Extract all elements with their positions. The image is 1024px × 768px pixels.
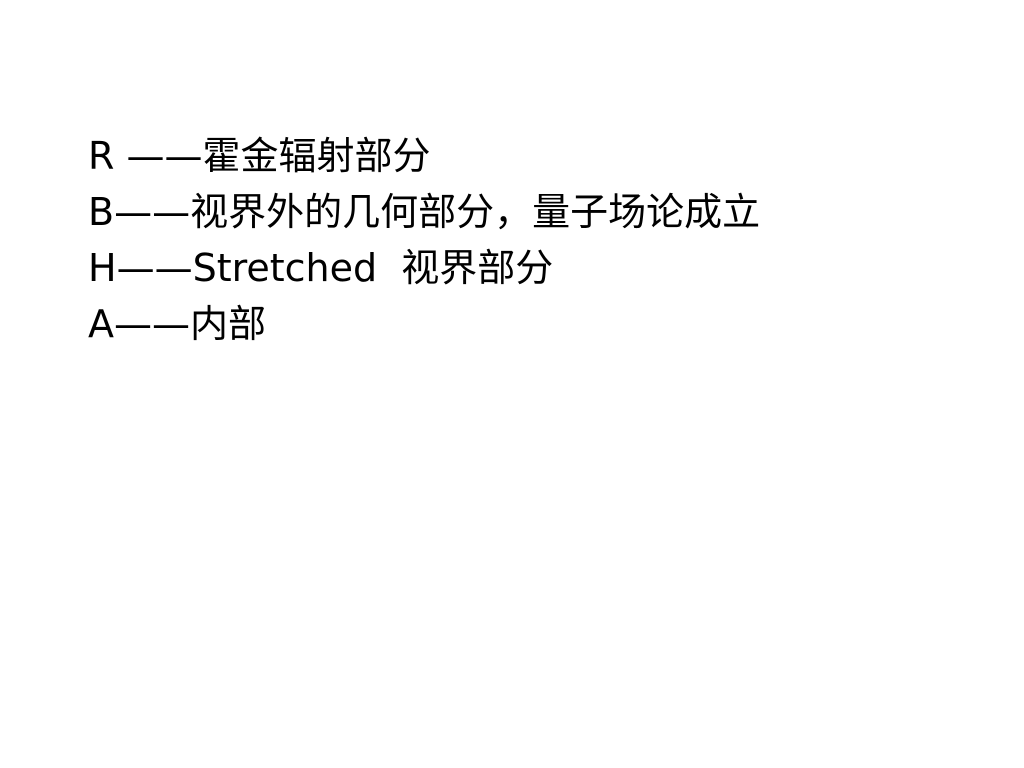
line-h-stretched-horizon: H——Stretched 视界部分 <box>88 246 554 290</box>
text-block: R ——霍金辐射部分 B——视界外的几何部分，量子场论成立 H——Stretch… <box>88 128 988 352</box>
line-b-outside-horizon: B——视界外的几何部分，量子场论成立 <box>88 190 761 234</box>
line-a-interior: A——内部 <box>88 302 266 346</box>
line-r-hawking-radiation: R ——霍金辐射部分 <box>88 134 431 178</box>
